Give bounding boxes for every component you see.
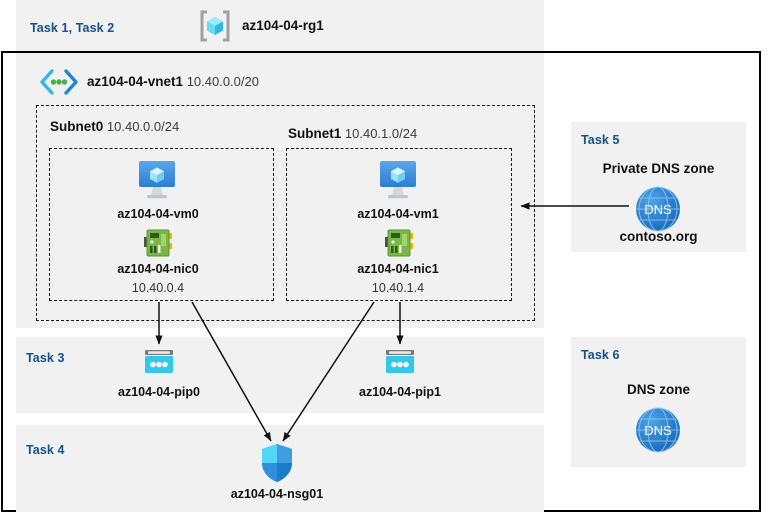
resource-group-icon	[198, 9, 232, 43]
public-ip-panel	[16, 337, 544, 413]
public-dns-title: DNS zone	[626, 382, 690, 397]
subnet0-box	[49, 148, 274, 301]
task-label-4: Task 4	[26, 443, 65, 457]
task-label-6: Task 6	[581, 348, 620, 362]
private-dns-zone-name: contoso.org	[619, 229, 698, 244]
vm1-virtual-machine-icon	[374, 158, 422, 202]
task-label-5: Task 5	[581, 133, 620, 147]
pip0-label: az104-04-pip0	[118, 385, 200, 399]
nic0-label: az104-04-nic0	[117, 262, 199, 276]
public-dns-zone-icon: DNS	[633, 405, 683, 455]
pip1-public-ip-address-icon	[383, 348, 417, 378]
private-dns-title: Private DNS zone	[602, 161, 715, 176]
nsg-label: az104-04-nsg01	[230, 487, 324, 501]
vnet-cidr: 10.40.0.0/20	[186, 74, 259, 89]
task-label-3: Task 3	[26, 351, 65, 365]
subnet1-header: Subnet1 10.40.1.0/24	[288, 126, 417, 141]
task-label-1-2: Task 1, Task 2	[30, 21, 115, 35]
resource-group-panel	[16, 0, 544, 328]
nsg-network-security-group-icon	[259, 442, 295, 484]
pip1-label: az104-04-pip1	[359, 385, 441, 399]
nic0-ip: 10.40.0.4	[131, 281, 185, 295]
private-dns-zone-icon: DNS	[633, 184, 683, 234]
subnet0-cidr: 10.40.0.0/24	[106, 119, 180, 134]
nic1-label: az104-04-nic1	[357, 262, 439, 276]
resource-group-name: az104-04-rg1	[242, 18, 324, 33]
nic0-network-interface-icon	[142, 228, 174, 258]
private-dns-icon-text: DNS	[644, 202, 672, 217]
vm0-virtual-machine-icon	[133, 158, 181, 202]
subnet1-name: Subnet1	[288, 126, 342, 141]
vnet-header: az104-04-vnet1 10.40.0.0/20	[87, 74, 259, 89]
public-dns-icon-text: DNS	[644, 423, 672, 438]
virtual-network-icon	[38, 68, 80, 96]
subnet1-box	[286, 148, 512, 301]
subnet0-header: Subnet0 10.40.0.0/24	[50, 119, 179, 134]
pip0-public-ip-address-icon	[142, 348, 176, 378]
nic1-network-interface-icon	[383, 228, 415, 258]
vnet-name: az104-04-vnet1	[87, 74, 184, 89]
vm0-label: az104-04-vm0	[117, 207, 199, 221]
vm1-label: az104-04-vm1	[357, 207, 439, 221]
nic1-ip: 10.40.1.4	[371, 281, 425, 295]
subnet1-cidr: 10.40.1.0/24	[344, 126, 418, 141]
subnet0-name: Subnet0	[50, 119, 104, 134]
